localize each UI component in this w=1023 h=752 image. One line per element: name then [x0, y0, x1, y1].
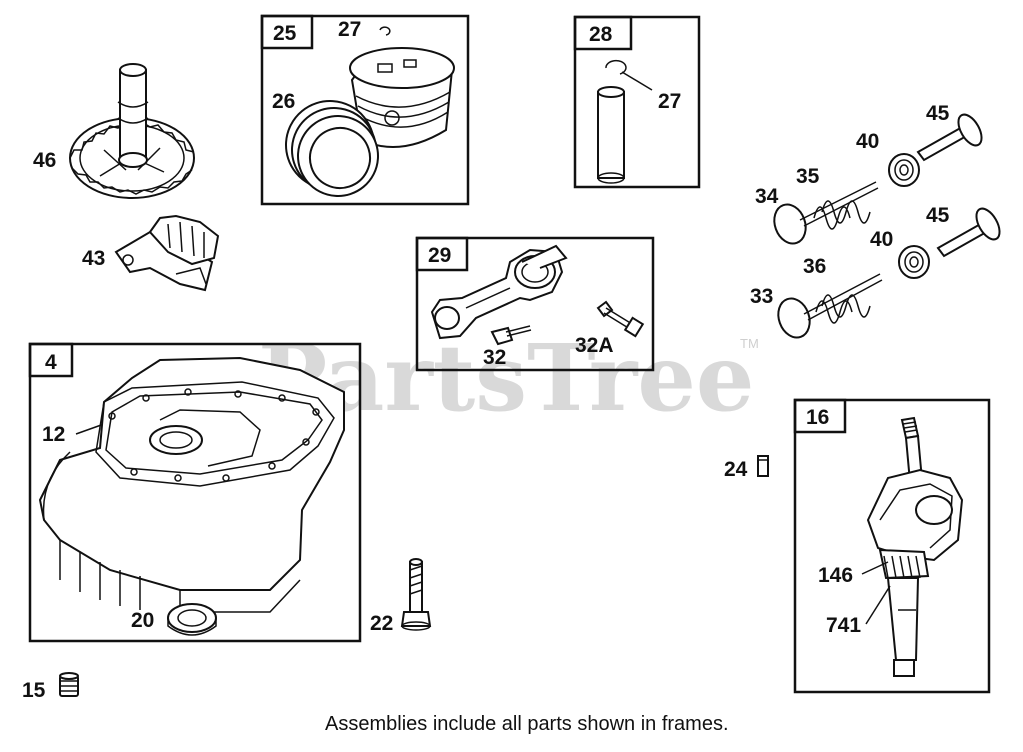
- label-33-valve-lower: 33: [750, 285, 773, 308]
- connecting-rod-bolt-long-icon: [596, 300, 645, 338]
- label-20-oil-seal: 20: [131, 609, 154, 632]
- label-40-retainer-upper: 40: [856, 130, 879, 153]
- label-45-tappet-lower: 45: [926, 204, 950, 227]
- drain-plug-icon: [59, 672, 79, 697]
- label-36-spring-lower: 36: [803, 255, 826, 278]
- label-35-spring-upper: 35: [796, 165, 820, 188]
- piston-icon: [349, 47, 455, 149]
- label-34-valve-upper: 34: [755, 185, 779, 208]
- tappet-lower-icon: [936, 207, 1001, 258]
- label-24-key: 24: [724, 458, 748, 481]
- label-32a-bolt: 32A: [575, 334, 614, 357]
- valve-retainer-upper-icon: [888, 153, 920, 187]
- connecting-rod-bolt-icon: [490, 325, 532, 346]
- label-146-timing-gear: 146: [818, 564, 853, 587]
- frame-16-number: 16: [806, 406, 829, 429]
- piston-rings-icon: [285, 100, 379, 197]
- label-26-piston-rings: 26: [272, 90, 295, 113]
- label-27-clip-pin: 27: [658, 90, 681, 113]
- label-40-retainer-lower: 40: [870, 228, 893, 251]
- watermark-tm: TM: [740, 336, 759, 351]
- connecting-rod-icon: [430, 244, 568, 340]
- frame-28[interactable]: 28 27: [573, 15, 701, 189]
- label-12-gasket: 12: [42, 423, 65, 446]
- retaining-clip-icon: [605, 59, 627, 75]
- wrist-pin-icon: [597, 86, 625, 184]
- valve-spring-lower-icon: [777, 273, 883, 339]
- label-22-bolt: 22: [370, 612, 393, 635]
- oil-seal-icon: [167, 603, 217, 636]
- frame-4[interactable]: 4 12 2: [28, 342, 362, 643]
- frame-25-number: 25: [273, 22, 297, 45]
- crankcase-icon: [38, 356, 345, 613]
- camshaft-gear-icon: [69, 63, 195, 199]
- frame-29[interactable]: 29 32 32A: [415, 236, 655, 372]
- label-43-governor: 43: [82, 247, 105, 270]
- frame-28-number: 28: [589, 23, 613, 46]
- label-741-crankshaft: 741: [826, 614, 861, 637]
- frame-16[interactable]: 16 146 741: [793, 398, 991, 694]
- label-32-bolt: 32: [483, 346, 506, 369]
- label-45-tappet-upper: 45: [926, 102, 950, 125]
- frame-4-number: 4: [45, 351, 57, 374]
- valve-spring-upper-icon: [773, 181, 879, 245]
- tappet-upper-icon: [916, 113, 983, 162]
- governor-assembly-icon: [114, 214, 220, 292]
- label-46-camshaft: 46: [33, 149, 56, 172]
- label-15-plug: 15: [22, 679, 46, 702]
- retaining-clip-icon: [379, 26, 391, 36]
- frame-29-number: 29: [428, 244, 451, 267]
- crankshaft-icon: [866, 416, 964, 677]
- label-27-clip-upper: 27: [338, 18, 361, 41]
- crankshaft-key-icon: [757, 455, 769, 477]
- frame-25[interactable]: 25 27 26: [260, 14, 470, 206]
- footer-note: Assemblies include all parts shown in fr…: [325, 713, 729, 735]
- valve-retainer-lower-icon: [898, 245, 930, 279]
- crankcase-bolt-icon: [400, 558, 432, 631]
